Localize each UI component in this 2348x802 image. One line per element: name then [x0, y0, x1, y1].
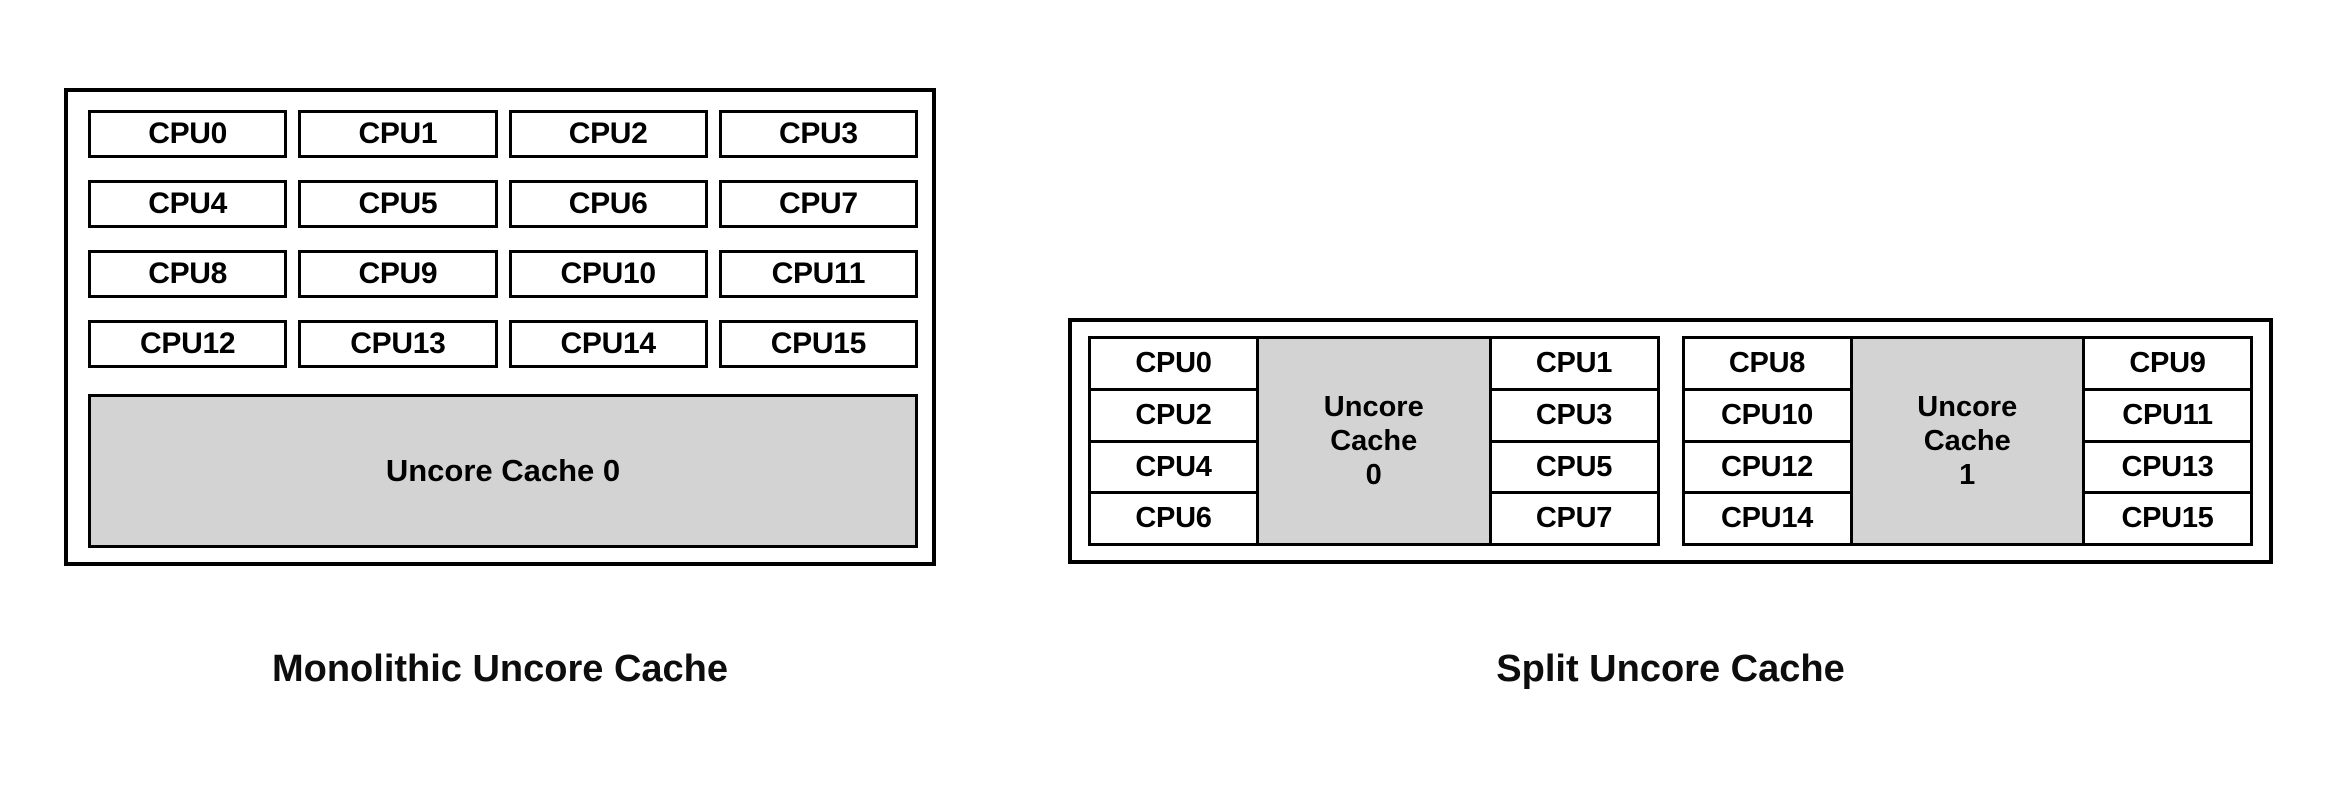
cpu-box: CPU10 [1684, 390, 1850, 443]
cpu-label: CPU3 [1535, 398, 1613, 431]
uncore-cluster: CPU8 CPU10 CPU12 CPU14 Uncore Cache 1 CP… [1681, 336, 2253, 546]
split-cluster-row: CPU0 CPU2 CPU4 CPU6 Uncore Cache 0 CPU1 [1088, 336, 2253, 546]
cpu-box: CPU4 [1091, 442, 1256, 495]
cpu-label: CPU1 [1535, 347, 1613, 379]
cpu-label: CPU10 [560, 257, 657, 291]
cpu-label: CPU5 [1535, 450, 1613, 483]
cpu-label: CPU0 [148, 117, 228, 151]
cpu-label: CPU7 [778, 187, 858, 221]
cpu-box: CPU14 [1684, 494, 1850, 543]
cpu-box: CPU3 [1491, 390, 1657, 443]
cpu-label: CPU4 [148, 187, 228, 221]
cpu-box: CPU8 [1684, 339, 1850, 391]
cpu-box: CPU6 [508, 180, 708, 228]
cpu-box: CPU12 [1684, 442, 1850, 495]
cpu-box: CPU8 [88, 250, 288, 298]
cpu-box: CPU2 [508, 110, 708, 158]
cpu-label: CPU6 [568, 187, 648, 221]
cpu-box: CPU5 [1491, 442, 1657, 495]
cpu-box: CPU10 [508, 250, 708, 298]
cpu-box: CPU0 [1091, 339, 1256, 391]
uncore-cache-block: Uncore Cache 0 [88, 394, 918, 548]
cpu-label: CPU2 [1135, 398, 1212, 431]
uncore-cache-block: Uncore Cache 1 [1849, 339, 2085, 543]
cpu-box: CPU11 [718, 250, 918, 298]
cpu-label: CPU13 [2121, 450, 2214, 483]
cpu-label: CPU14 [1721, 502, 1813, 535]
cpu-label: CPU8 [148, 257, 228, 291]
split-caption: Split Uncore Cache [1496, 648, 1845, 690]
cpu-box: CPU1 [1491, 339, 1657, 391]
cpu-label: CPU6 [1135, 502, 1212, 535]
cpu-box: CPU4 [88, 180, 288, 228]
uncore-cluster: CPU0 CPU2 CPU4 CPU6 Uncore Cache 0 CPU1 [1088, 336, 1660, 546]
cpu-label: CPU7 [1535, 502, 1613, 535]
cpu-box: CPU2 [1091, 390, 1256, 443]
cpu-label: CPU3 [778, 117, 858, 151]
cpu-box: CPU15 [718, 320, 918, 368]
cpu-label: CPU0 [1135, 347, 1212, 379]
cpu-box: CPU9 [2085, 339, 2250, 391]
monolithic-cpu-grid: CPU0 CPU1 CPU2 CPU3 CPU4 CPU5 CPU6 CPU7 … [88, 110, 918, 368]
cpu-label: CPU14 [560, 327, 657, 361]
cpu-column-left: CPU8 CPU10 CPU12 CPU14 [1684, 339, 1850, 543]
cpu-box: CPU0 [88, 110, 288, 158]
uncore-cache-block: Uncore Cache 0 [1256, 339, 1492, 543]
cpu-label: CPU10 [1721, 398, 1813, 431]
cpu-box: CPU5 [298, 180, 498, 228]
cpu-box: CPU6 [1091, 494, 1256, 543]
monolithic-uncore-diagram: CPU0 CPU1 CPU2 CPU3 CPU4 CPU5 CPU6 CPU7 … [64, 88, 936, 566]
cpu-box: CPU1 [298, 110, 498, 158]
cpu-label: CPU2 [568, 117, 648, 151]
cpu-column-right: CPU1 CPU3 CPU5 CPU7 [1491, 339, 1657, 543]
cpu-label: CPU1 [358, 117, 438, 151]
cpu-box: CPU7 [1491, 494, 1657, 543]
cpu-label: CPU12 [140, 327, 236, 361]
cpu-column-left: CPU0 CPU2 CPU4 CPU6 [1091, 339, 1256, 543]
cpu-box: CPU13 [2085, 442, 2250, 495]
split-uncore-diagram: CPU0 CPU2 CPU4 CPU6 Uncore Cache 0 CPU1 [1068, 318, 2273, 564]
cpu-label: CPU5 [358, 187, 438, 221]
cpu-box: CPU15 [2085, 494, 2250, 543]
cpu-box: CPU9 [298, 250, 498, 298]
cpu-label: CPU4 [1135, 450, 1212, 483]
cpu-label: CPU8 [1728, 347, 1806, 379]
cpu-box: CPU12 [88, 320, 288, 368]
uncore-cache-label: Uncore Cache 1 [1917, 390, 2018, 492]
cpu-box: CPU7 [718, 180, 918, 228]
cpu-box: CPU3 [718, 110, 918, 158]
cpu-label: CPU9 [358, 257, 438, 291]
cpu-box: CPU14 [508, 320, 708, 368]
cpu-box: CPU11 [2085, 390, 2250, 443]
cpu-label: CPU12 [1721, 450, 1813, 483]
cpu-label: CPU9 [2129, 347, 2206, 379]
monolithic-caption: Monolithic Uncore Cache [271, 648, 729, 690]
uncore-cache-label: Uncore Cache 0 [385, 452, 621, 488]
cpu-label: CPU15 [770, 327, 867, 361]
cpu-column-right: CPU9 CPU11 CPU13 CPU15 [2085, 339, 2250, 543]
cpu-label: CPU15 [2121, 502, 2214, 535]
cpu-label: CPU11 [771, 257, 866, 291]
cpu-box: CPU13 [298, 320, 498, 368]
uncore-cache-label: Uncore Cache 0 [1323, 390, 1424, 492]
cpu-label: CPU11 [2122, 398, 2213, 431]
cpu-label: CPU13 [350, 327, 446, 361]
